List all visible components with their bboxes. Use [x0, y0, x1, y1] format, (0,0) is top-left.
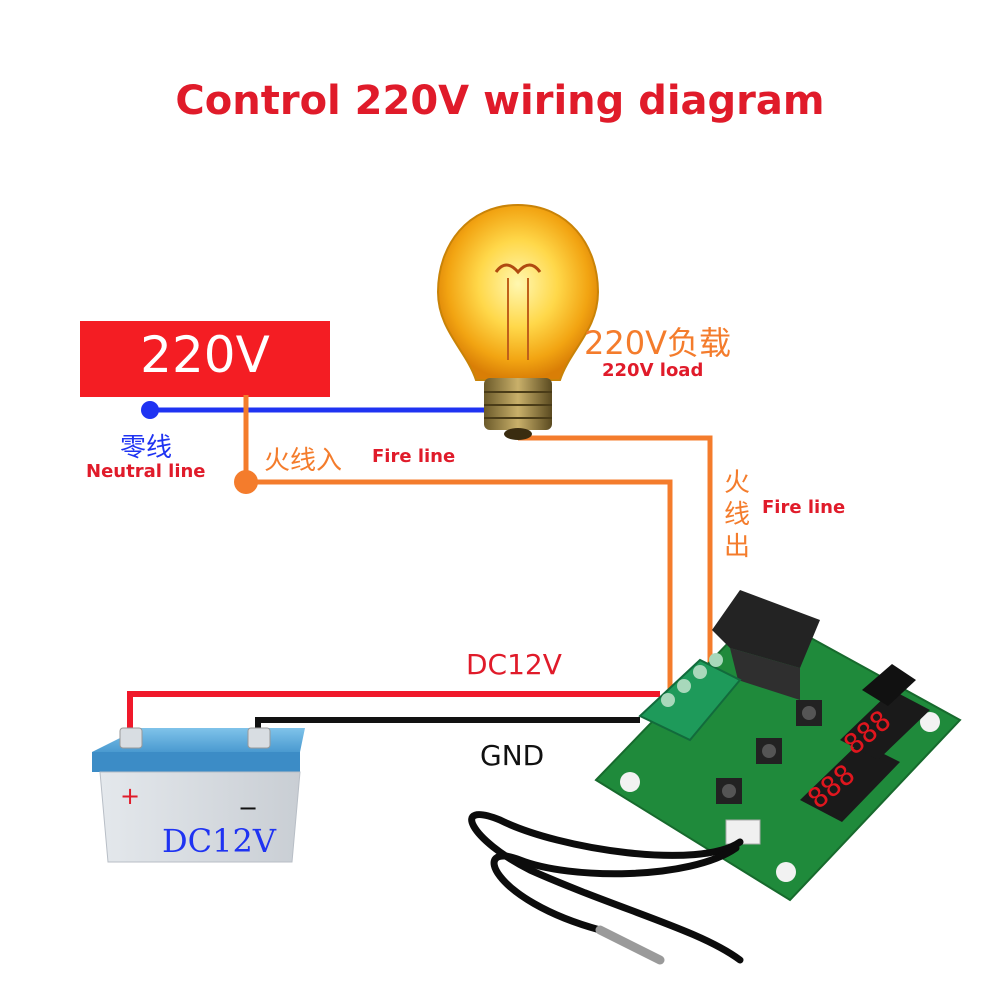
- sensor-probe-cable: [468, 811, 744, 965]
- battery: [92, 727, 305, 863]
- load-label-en: 220V load: [602, 360, 704, 381]
- power-source-label: 220V: [140, 326, 270, 384]
- battery-plus-label: +: [120, 782, 141, 810]
- light-bulb: [436, 203, 600, 440]
- fire-in-label-zh: 火线入: [264, 446, 343, 476]
- dc12v-wire: [127, 691, 660, 740]
- fire-in-label-en: Fire line: [372, 446, 456, 467]
- neutral-label-en: Neutral line: [86, 461, 206, 482]
- gnd-wire-label: GND: [480, 739, 545, 772]
- neutral-label-zh: 零线: [120, 433, 173, 463]
- fire-out-label-zh-2: 线: [724, 500, 751, 530]
- fire-out-label-en: Fire line: [762, 497, 846, 518]
- fire-in-junction: [234, 470, 258, 494]
- fire-out-label-zh-3: 出: [724, 532, 751, 562]
- thermostat-board: [594, 590, 962, 902]
- battery-voltage-label: DC12V: [162, 822, 276, 860]
- dc12v-wire-label: DC12V: [466, 648, 562, 681]
- power-source-box: [80, 321, 330, 397]
- fire-out-wire: [518, 435, 713, 665]
- fire-out-label-zh-1: 火: [724, 468, 751, 498]
- neutral-wire: [141, 401, 496, 419]
- gnd-wire: [255, 717, 640, 760]
- fire-in-wire: [243, 395, 673, 690]
- load-label-zh: 220V负载: [584, 324, 731, 362]
- battery-minus-label: −: [238, 794, 259, 822]
- diagram-title: Control 220V wiring diagram: [175, 78, 825, 124]
